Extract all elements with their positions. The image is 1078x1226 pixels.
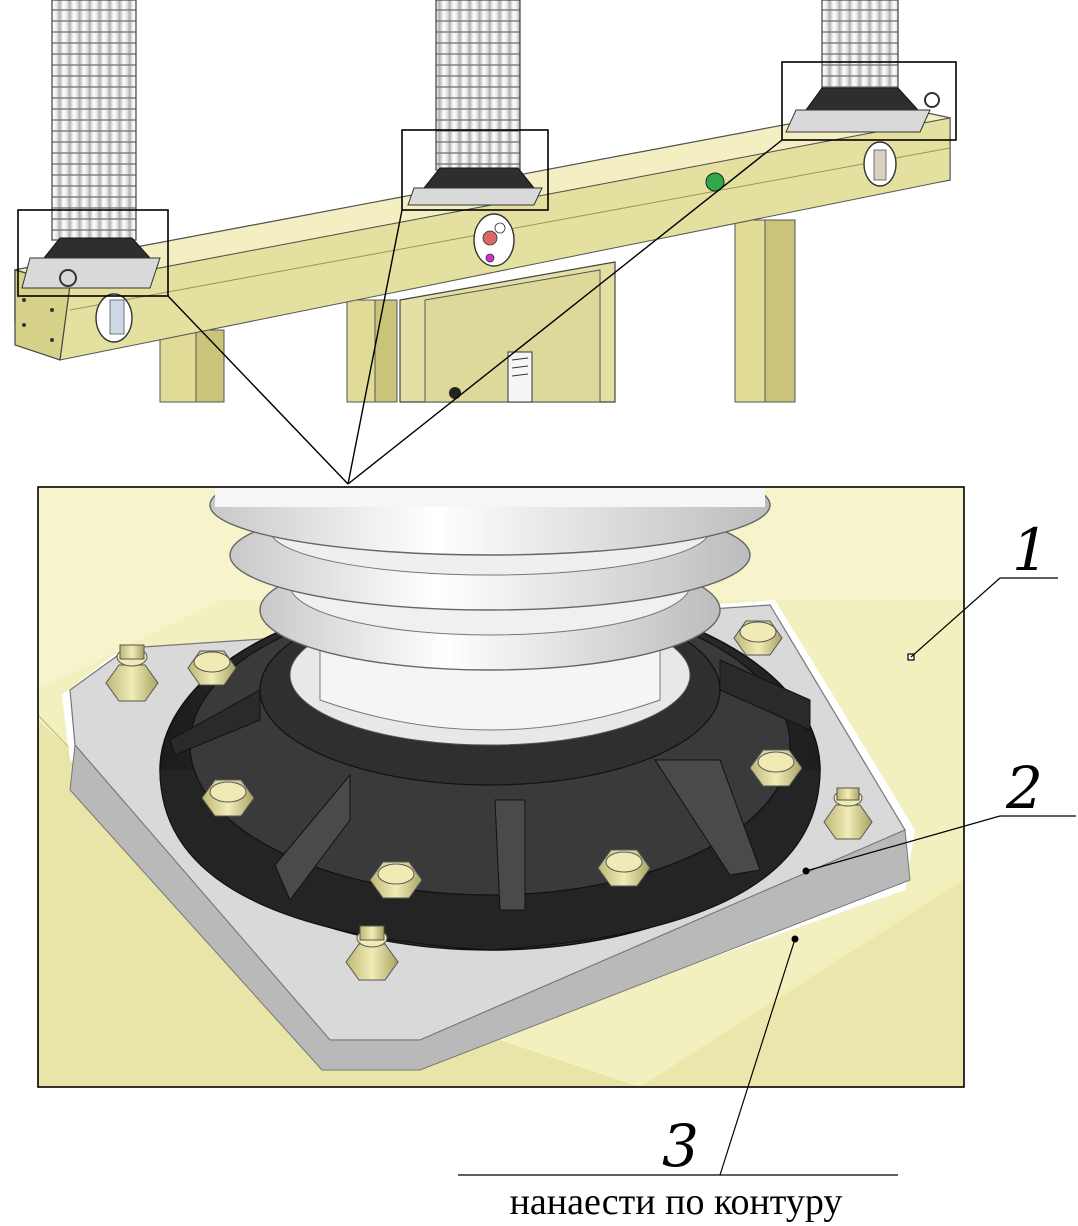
leader-lines [167, 139, 783, 485]
detail-highlight-boxes [17, 61, 957, 297]
overview-view [14, 0, 957, 485]
callout-2-label: 2 [1005, 754, 1043, 822]
highlight-box-middle [401, 129, 549, 211]
callout-1-label: 1 [1012, 516, 1049, 584]
insulator-right [785, 0, 940, 133]
application-note: нанаести по контуру [510, 1181, 843, 1223]
callout-3-label: 3 [662, 1112, 699, 1180]
callout-3: 3 нанаести по контуру [458, 935, 898, 1223]
highlight-box-right [781, 61, 957, 141]
insulator-left [21, 0, 161, 289]
detail-frame [37, 486, 965, 1088]
detail-view [37, 486, 965, 1088]
callout-1: 1 [907, 516, 1058, 661]
flange-bolts [105, 620, 873, 981]
highlight-box-left [17, 209, 169, 297]
support-columns [159, 219, 796, 403]
insulator-middle [407, 0, 543, 206]
callout-2: 2 [802, 754, 1076, 875]
